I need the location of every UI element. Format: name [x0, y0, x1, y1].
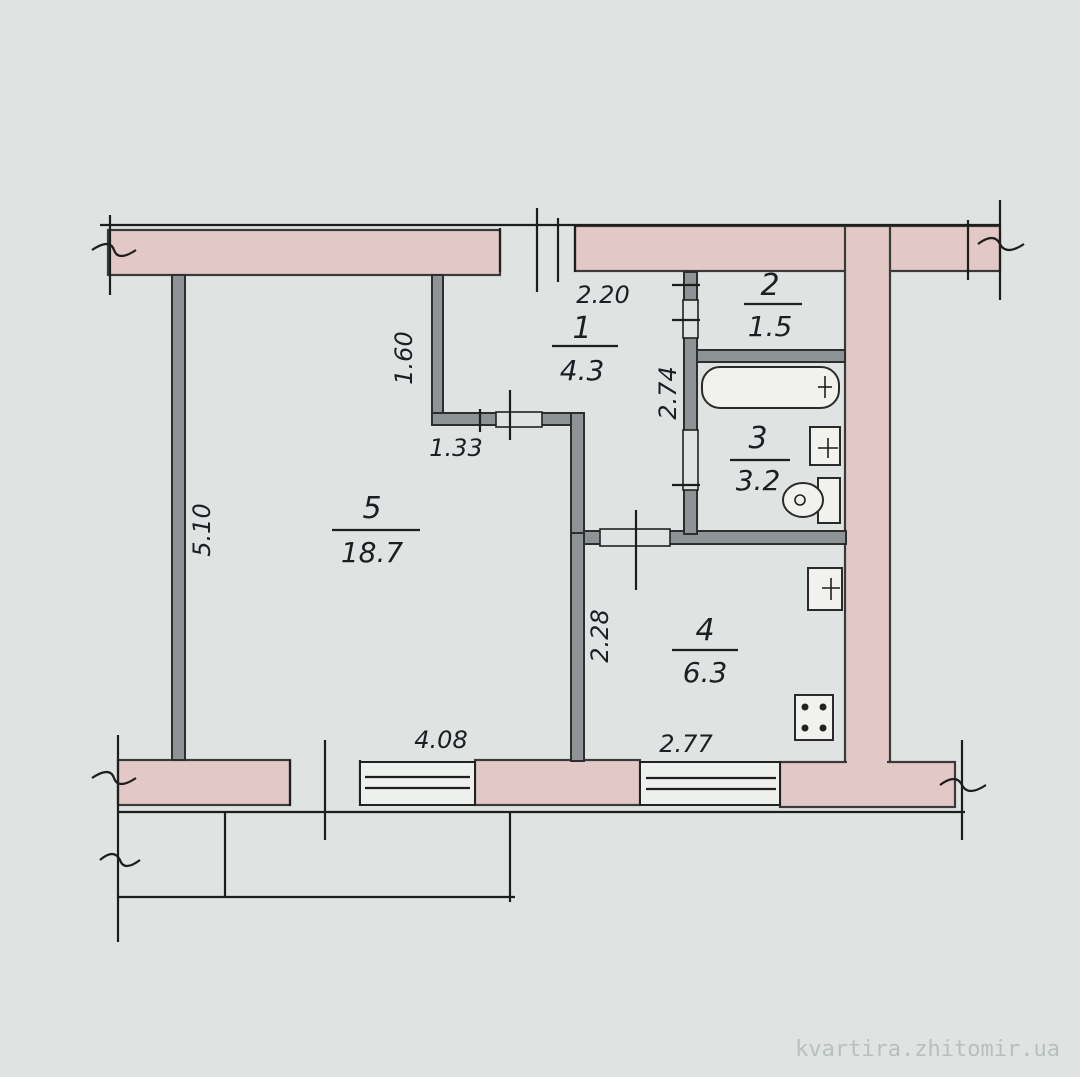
interior-walls: [171, 271, 847, 762]
dim-living-height: 5.10: [188, 503, 216, 556]
bottom-wall-a: [116, 758, 292, 807]
room-4-area: 6.3: [683, 656, 728, 689]
room-5-number: 5: [362, 491, 381, 526]
stove-icon: [794, 694, 834, 741]
living-kitchen-wall-upper: [570, 412, 585, 534]
dim-hall-width: 2.20: [576, 281, 629, 309]
window-top: [498, 208, 577, 292]
kitchen-sink-icon: [807, 567, 843, 611]
living-left-wall: [171, 274, 186, 761]
window-living-left: [288, 740, 362, 840]
dim-kitchen-width: 2.77: [659, 730, 713, 758]
room-4-number: 4: [695, 613, 714, 648]
right-wall: [843, 224, 892, 808]
window-kitchen: [639, 761, 781, 806]
living-kitchen-wall-lower: [570, 532, 585, 762]
door-living: [495, 411, 543, 428]
wc-bath-wall: [696, 349, 846, 363]
room-1-number: 1: [572, 311, 591, 346]
hall-notch-vertical: [431, 274, 444, 416]
watermark: kvartira.zhitomir.ua: [795, 1037, 1060, 1062]
room-2-area: 1.5: [748, 310, 793, 343]
windows: [288, 208, 781, 840]
dimension-ticks: [478, 283, 700, 590]
room-3-area: 3.2: [736, 464, 781, 497]
room-5-area: 18.7: [341, 536, 404, 569]
dim-kitchen-height: 2.28: [586, 609, 614, 662]
room-3-number: 3: [748, 421, 767, 456]
room-labels: 1 4.3 2 1.5 3 3.2 4 6.3 5 18.7: [332, 268, 802, 689]
fixtures: [701, 366, 843, 741]
top-wall-right: [573, 224, 1002, 273]
door-bath: [682, 429, 699, 491]
dim-living-width: 4.08: [414, 726, 467, 754]
room-1-area: 4.3: [560, 354, 605, 387]
axis-lines: [91, 200, 1025, 942]
sink-icon: [809, 426, 841, 466]
dim-hall-notch-width: 1.33: [429, 434, 482, 462]
toilet-icon: [782, 477, 841, 524]
exterior-walls: [106, 224, 1002, 809]
dimension-labels: 2.20 1.60 1.33 2.74 5.10 2.28 4.08 2.77: [188, 281, 713, 758]
room-2-number: 2: [760, 268, 779, 303]
bottom-wall-b: [473, 758, 642, 807]
top-wall-left: [106, 228, 502, 277]
dim-hall-notch-height: 1.60: [390, 331, 418, 384]
bathtub-icon: [701, 366, 840, 409]
window-living-right: [359, 761, 476, 806]
dim-bath-height: 2.74: [654, 366, 682, 419]
